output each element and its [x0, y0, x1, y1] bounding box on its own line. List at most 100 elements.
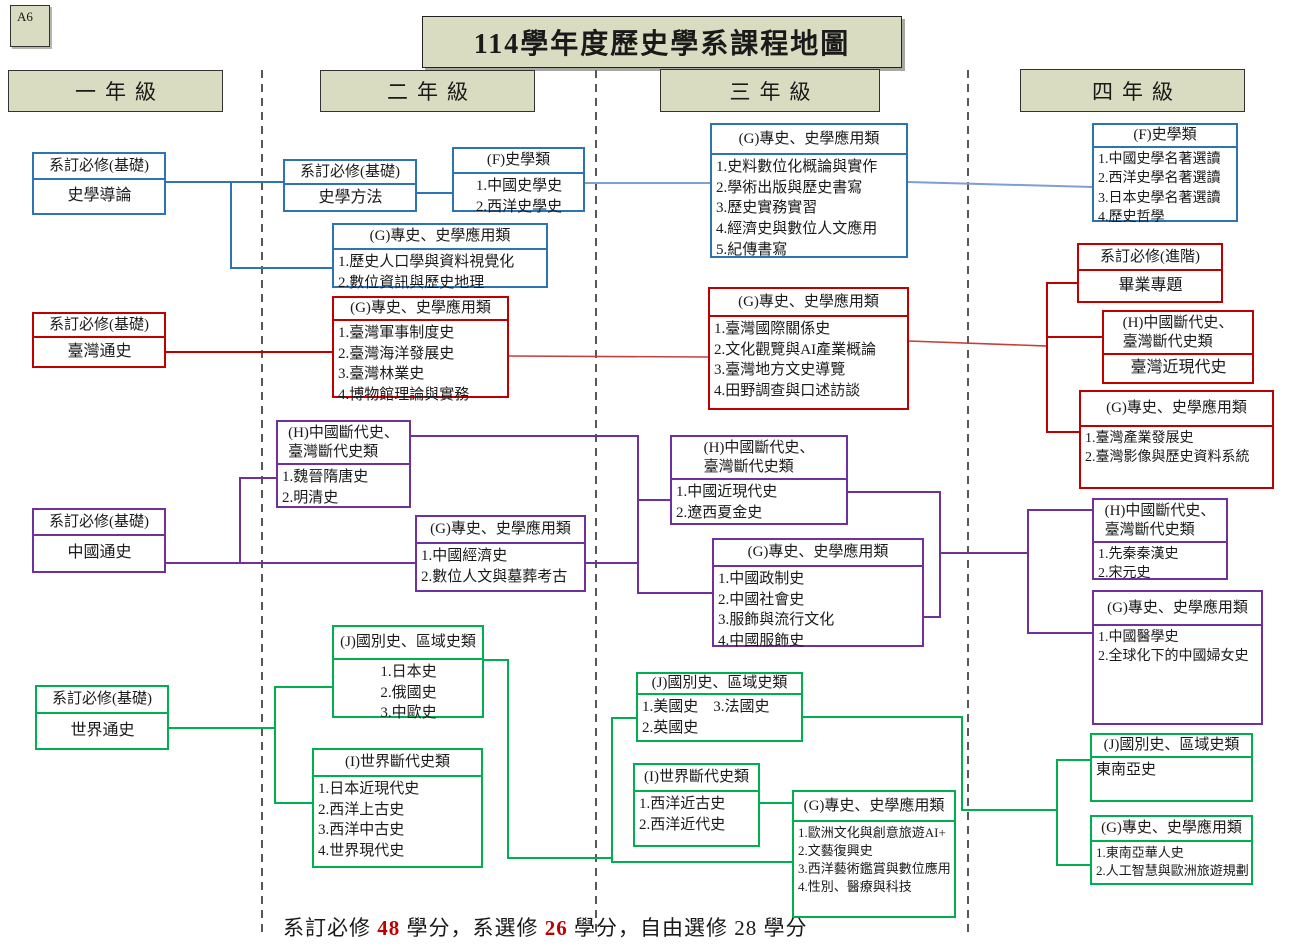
course-item: 3.中歐史 [380, 705, 437, 722]
connector-line [923, 491, 941, 618]
course-item: 2.遼西夏金史 [676, 504, 763, 521]
green-g-applied-y3-header: (G)專史、史學應用類 [794, 792, 954, 822]
connector-line [483, 659, 613, 859]
blue-g-applied-y2-header: (G)專史、史學應用類 [334, 225, 546, 250]
course-item: 2.西洋史學名著選讀 [1098, 171, 1221, 187]
purple-g-applied-y2-header: (G)專史、史學應用類 [417, 517, 584, 544]
red-required-advanced-y4: 系訂必修(進階)畢業專題 [1077, 243, 1223, 303]
blue-required-y2: 系訂必修(基礎)史學方法 [283, 159, 417, 212]
blue-required-y1: 系訂必修(基礎)史學導論 [32, 152, 166, 215]
connector-line [906, 180, 1094, 189]
connector-line [508, 355, 709, 358]
red-g-applied-y2-header: (G)專史、史學應用類 [334, 298, 507, 321]
course-item: 4.中國服飾史 [718, 633, 805, 650]
red-h-dynastic-y4-body: 臺灣近現代史 [1130, 359, 1227, 377]
blue-required-y1-body: 史學導論 [67, 187, 132, 205]
course-item: 4.歷史哲學 [1098, 209, 1165, 225]
course-item: 2.臺灣影像與歷史資料系統 [1085, 450, 1250, 466]
course-item: 3.臺灣林業史 [338, 366, 425, 383]
course-item: 1.日本近現代史 [318, 781, 420, 797]
purple-g-applied-y4-header: (G)專史、史學應用類 [1094, 592, 1261, 626]
course-item: 1.日本史 [380, 664, 437, 680]
purple-h-dynastic-y3-header: (H)中國斷代史、 臺灣斷代史類 [672, 437, 846, 480]
green-required-y1: 系訂必修(基礎)世界通史 [35, 685, 169, 750]
red-required-advanced-y4-header: 系訂必修(進階) [1079, 245, 1221, 271]
blue-f-history-y4-body: 1.中國史學名著選讀 2.西洋史學名著選讀 3.日本史學名著選讀 4.歷史哲學 [1094, 148, 1236, 229]
course-item: 2.數位人文與墓葬考古 [421, 568, 568, 585]
blue-f-history-y4-header: (F)史學類 [1094, 125, 1236, 148]
connector-line [908, 340, 1048, 347]
course-item: 2.數位資訊與歷史地理 [338, 274, 485, 291]
red-g-applied-y4-body: 1.臺灣產業發展史 2.臺灣影像與歷史資料系統 [1081, 427, 1272, 487]
grade-header-1: 一年級 [8, 70, 223, 112]
course-item: 1.臺灣產業發展史 [1085, 431, 1194, 446]
purple-h-dynastic-y4-header: (H)中國斷代史、 臺灣斷代史類 [1094, 500, 1226, 543]
red-g-applied-y4-header: (G)專史、史學應用類 [1081, 392, 1272, 427]
course-item: 4.性別、醫療與科技 [798, 878, 912, 894]
green-required-y1-header: 系訂必修(基礎) [37, 687, 167, 714]
course-item: 1.魏晉隋唐史 [282, 469, 369, 485]
blue-g-applied-y2-body: 1.歷史人口學與資料視覺化 2.數位資訊與歷史地理 [334, 250, 546, 295]
purple-h-dynastic-y2-header: (H)中國斷代史、 臺灣斷代史類 [278, 422, 409, 465]
blue-g-applied-y2: (G)專史、史學應用類 1.歷史人口學與資料視覺化 2.數位資訊與歷史地理 [332, 223, 548, 291]
green-j-national-y3-header: (J)國別史、區域史類 [638, 674, 801, 695]
page-title: 114學年度歷史學系課程地圖 [422, 16, 902, 68]
red-g-applied-y3-header: (G)專史、史學應用類 [710, 289, 907, 317]
course-item: 1.歷史人口學與資料視覺化 [338, 254, 515, 270]
credit-text: 學分，系選修 [400, 916, 545, 940]
course-item: 2.明清史 [282, 489, 339, 506]
purple-required-y1-header: 系訂必修(基礎) [34, 510, 164, 536]
green-j-national-y4: (J)國別史、區域史類東南亞史 [1090, 733, 1253, 802]
purple-h-dynastic-y3-body: 1.中國近現代史 2.遼西夏金史 [672, 480, 846, 525]
course-item: 1.中國政制史 [718, 571, 805, 587]
course-item: 2.西洋史學史 [475, 198, 563, 215]
course-item: 1.美國史 3.法國史 [642, 699, 770, 715]
purple-required-y1-body: 中國通史 [67, 544, 132, 562]
grade-header-3: 三年級 [660, 69, 880, 112]
blue-f-history-y2: (F)史學類 1.中國史學史 2.西洋史學史 [452, 147, 585, 215]
course-item: 1.臺灣國際關係史 [714, 321, 831, 337]
purple-required-y1: 系訂必修(基礎) 中國通史 [32, 508, 166, 573]
course-item: 1.中國史學名著選讀 [1098, 152, 1221, 167]
credit-summary: 系訂必修 48 學分，系選修 26 學分，自由選修 28 學分 [283, 912, 808, 942]
course-item: 2.全球化下的中國婦女史 [1098, 649, 1249, 665]
course-item: 2.西洋近代史 [639, 816, 726, 833]
course-item: 東南亞史 [1096, 762, 1157, 778]
course-item: 4.田野調查與口述訪談 [714, 383, 861, 400]
credit-number: 48 [377, 916, 401, 940]
course-item: 3.服飾與流行文化 [718, 612, 835, 629]
course-item: 1.中國近現代史 [676, 484, 778, 500]
course-item: 5.紀傳書寫 [716, 241, 788, 258]
course-item: 4.經濟史與數位人文應用 [716, 221, 878, 238]
green-j-national-y3: (J)國別史、區域史類 1.美國史 3.法國史 2.英國史 [636, 672, 803, 742]
course-item: 3.日本史學名著選讀 [1098, 190, 1221, 206]
course-item: 4.博物館理論與實務 [338, 387, 470, 404]
course-item: 2.英國史 [642, 719, 699, 736]
green-j-national-y3-body: 1.美國史 3.法國史 2.英國史 [638, 695, 801, 740]
course-item: 1.東南亞華人史 [1096, 845, 1184, 860]
purple-g-applied-y3-header: (G)專史、史學應用類 [714, 540, 922, 567]
red-h-dynastic-y4-header: (H)中國斷代史、 臺灣斷代史類 [1104, 312, 1252, 355]
course-item: 1.臺灣軍事制度史 [338, 325, 455, 341]
credit-number: 26 [544, 916, 568, 940]
green-i-world-y3-header: (I)世界斷代史類 [635, 765, 758, 792]
course-item: 1.歐洲文化與創意旅遊AI+ [798, 825, 946, 840]
course-item: 1.中國史學史 [475, 178, 563, 194]
blue-f-history-y2-header: (F)史學類 [454, 149, 583, 174]
course-item: 2.宋元史 [1098, 566, 1151, 582]
